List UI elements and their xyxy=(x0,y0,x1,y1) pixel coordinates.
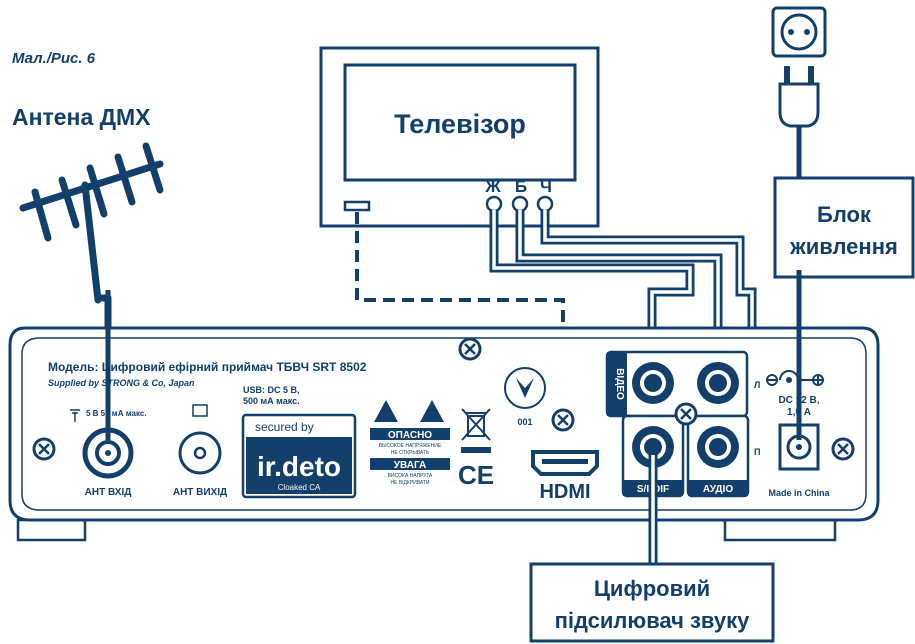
audio-left-label: Л xyxy=(754,380,760,390)
secured-by-label: secured by xyxy=(255,420,314,434)
tv-port-label-white: Б xyxy=(515,177,527,196)
hdmi-port-icon xyxy=(531,450,599,476)
cloaked-label: Cloaked CA xyxy=(278,483,321,492)
high-voltage-icon xyxy=(374,400,398,422)
amplifier-box: Цифровий підсилювач звуку xyxy=(529,562,775,643)
danger-ru-sub2: НЕ ОТКРЫВАТЬ xyxy=(391,450,430,456)
audio-right-label: П xyxy=(754,447,760,457)
danger-ru-sub1: ВЫСОКОЕ НАПРЯЖЕНИЕ xyxy=(379,443,442,449)
tv-port-red-icon xyxy=(536,195,554,213)
ant-in-label: АНТ ВХІД xyxy=(85,487,132,498)
power-block-line1: Блок xyxy=(817,202,872,227)
danger-ua: УВАГА xyxy=(394,460,426,471)
figure-label: Мал./Рис. 6 xyxy=(12,50,96,67)
irdeto-badge: secured by ir.deto Cloaked CA xyxy=(241,413,357,499)
usb-label-1: USB: DC 5 В, xyxy=(243,385,300,395)
supplier-label: Supplied by STRONG & Co, Japan xyxy=(48,378,195,388)
screw-icon xyxy=(831,437,855,461)
screw-icon xyxy=(32,437,56,461)
screw-icon xyxy=(551,408,575,432)
dc-jack-icon xyxy=(778,423,820,471)
ant-out-label: АНТ ВИХІД xyxy=(173,487,227,498)
amplifier-line1: Цифровий xyxy=(594,576,710,601)
amplifier-line2: підсилювач звуку xyxy=(555,608,751,633)
tv-title: Телевізор xyxy=(394,109,526,139)
danger-ru: ОПАСНО xyxy=(388,430,432,441)
warning-label: ОПАСНО ВЫСОКОЕ НАПРЯЖЕНИЕ НЕ ОТКРЫВАТЬ У… xyxy=(370,400,450,486)
ant-out-port-icon xyxy=(178,431,222,475)
model-label: Модель: Цифровий ефірний приймач ТБВЧ SR… xyxy=(48,360,367,374)
tv-port-label-yellow: Ж xyxy=(484,177,501,196)
certification-mark-icon xyxy=(504,367,546,409)
audio-label: АУДІО xyxy=(703,484,733,495)
power-block-line2: живлення xyxy=(789,234,898,259)
antenna-small-icon xyxy=(70,409,80,422)
ce-mark: CE xyxy=(458,460,494,490)
weee-bin-icon xyxy=(461,408,491,453)
tv-port-white-icon xyxy=(511,195,529,213)
cert-code: 001 xyxy=(517,417,532,427)
audio-left-rca-port-icon xyxy=(697,362,739,404)
ant-power-label: 5 В 50 мА макс. xyxy=(86,409,147,418)
tv-hdmi-port-icon xyxy=(343,200,371,212)
tv-box: Телевізор Ж Б Ч xyxy=(319,46,600,228)
antenna-title: Антена ДМХ xyxy=(12,104,151,130)
hdmi-label: HDMI xyxy=(539,481,590,503)
video-rca-port-icon xyxy=(632,362,674,404)
irdeto-logo: ir.deto xyxy=(257,451,341,482)
danger-ua-sub1: ВИСОКА НАПРУГА xyxy=(388,473,433,479)
receiver-rear-panel: Модель: Цифровий ефірний приймач ТБВЧ SR… xyxy=(8,326,880,542)
screw-icon xyxy=(674,402,698,426)
av-port-block: ВІДЕО S/PDIF АУДІО Л П xyxy=(605,350,760,498)
usb-label-2: 500 мА макс. xyxy=(243,396,300,406)
danger-ua-sub2: НЕ ВІДКРИВАТИ xyxy=(390,480,429,486)
warning-icon xyxy=(420,400,444,422)
wall-socket-icon xyxy=(771,6,827,58)
tv-small-icon xyxy=(192,404,208,417)
video-label: ВІДЕО xyxy=(614,368,625,400)
tv-port-yellow-icon xyxy=(485,195,503,213)
power-block: Блок живлення xyxy=(773,176,915,279)
screw-icon xyxy=(458,337,482,361)
audio-right-rca-port-icon xyxy=(697,426,739,468)
tv-port-label-red: Ч xyxy=(540,177,552,196)
made-in-label: Made in China xyxy=(768,488,830,498)
